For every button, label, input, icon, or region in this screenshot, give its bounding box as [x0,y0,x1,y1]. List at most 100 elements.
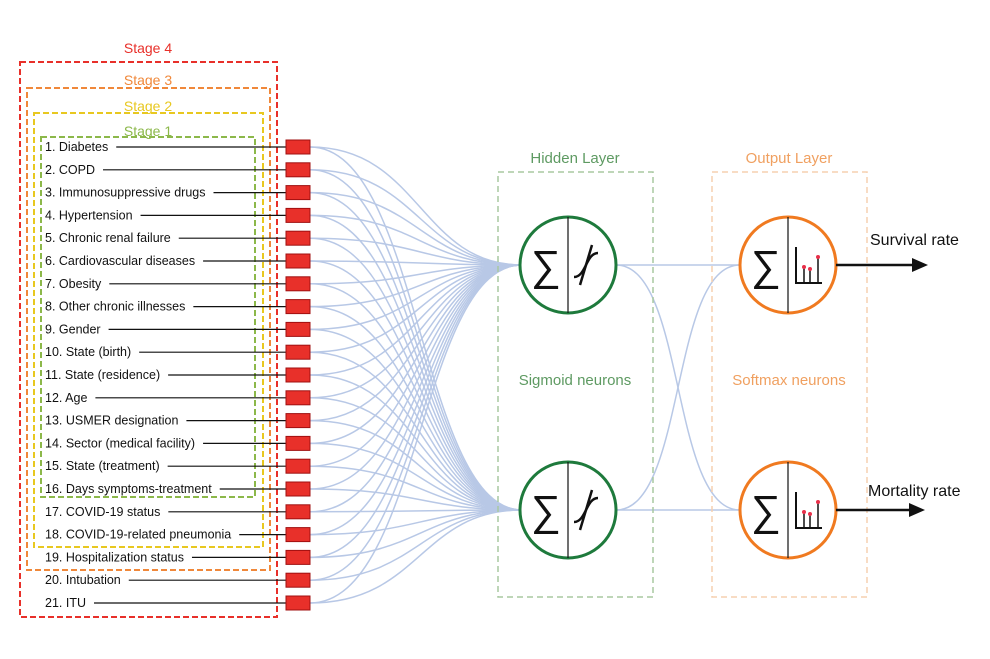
sigma-icon: ∑ [531,487,561,534]
output-neuron-1: ∑ [738,215,838,315]
input-hidden-connection [309,260,523,266]
input-hidden-connection [309,397,523,511]
softmax-dot-icon [802,510,806,514]
input-hidden-connection [309,264,523,353]
hidden-layer-caption: Sigmoid neurons [519,372,632,389]
softmax-dot-icon [802,265,806,269]
input-hidden-connection [309,191,523,266]
input-label: 20. Intubation [45,573,121,587]
neurons: ∑ ∑ ∑ ∑ [518,215,838,560]
input-label: 13. USMER designation [45,414,178,428]
input-hidden-connection [309,264,523,536]
input-node [285,321,311,337]
hidden-neuron-2: ∑ [518,460,618,560]
softmax-dot-icon [808,267,812,271]
input-hidden-connection [309,442,523,511]
output-layer-caption: Softmax neurons [732,372,845,389]
input-node [285,481,311,497]
input-hidden-connection [309,465,523,511]
input-hidden-connection [309,328,523,511]
input-node [285,435,311,451]
input-hidden-connection [309,169,523,511]
input-hidden-connection [309,146,523,266]
input-hidden-connection [309,191,523,511]
input-hidden-connection [309,509,523,536]
mortality-arrow-head [909,503,925,517]
input-node [285,207,311,223]
input-node [285,253,311,269]
output-neuron-2: ∑ [738,460,838,560]
input-node [285,367,311,383]
input-node [285,572,311,588]
input-hidden-connection [309,264,523,581]
stage-label-2: Stage 2 [124,98,172,114]
stage-label-4: Stage 4 [124,40,172,56]
input-label: 2. COPD [45,163,95,177]
input-label: 17. COVID-19 status [45,505,160,519]
input-hidden-connection [309,374,523,511]
input-label: 9. Gender [45,322,101,336]
input-hidden-connection [309,264,523,490]
input-label: 11. State (residence) [45,368,160,382]
input-label: 21. ITU [45,596,86,610]
input-node [285,139,311,155]
input-hidden-connection [309,264,523,376]
input-hidden-connection [309,509,523,581]
input-hidden-connection [309,237,523,266]
input-node [285,413,311,429]
input-hidden-connection [309,264,523,399]
input-label: 16. Days symptoms-treatment [45,482,212,496]
output-arrows: Survival rate Mortality rate [836,232,961,517]
input-hidden-connection [309,214,523,511]
input-label: 8. Other chronic illnesses [45,300,185,314]
input-hidden-connection [309,264,523,513]
hidden-layer-title: Hidden Layer [530,150,619,167]
input-hidden-connection [309,169,523,266]
input-node [285,276,311,292]
input-hidden-connection [309,260,523,511]
input-hidden-connection [309,237,523,511]
survival-arrow-head [912,258,928,272]
sigmoid-axis-icon [578,244,594,286]
input-node [285,595,311,611]
input-node [285,504,311,520]
sigmoid-axis-icon [578,489,594,531]
input-label: 10. State (birth) [45,345,131,359]
input-hidden-connection [309,146,523,511]
input-node [285,162,311,178]
softmax-dot-icon [808,512,812,516]
stage-label-1: Stage 1 [124,123,172,139]
input-label: 12. Age [45,391,87,405]
input-hidden-connection [309,351,523,511]
softmax-dot-icon [816,255,820,259]
input-hidden-connection [309,509,523,513]
output-layer-title: Output Layer [746,150,833,167]
softmax-dot-icon [816,500,820,504]
input-label: 7. Obesity [45,277,102,291]
input-hidden-connection [309,264,523,285]
input-hidden-connection [309,264,523,604]
sigma-icon: ∑ [751,487,781,534]
input-hidden-connection [309,509,523,559]
input-hidden-connection [309,264,523,445]
input-hidden-connection [309,264,523,308]
stage-box-3 [26,87,271,571]
input-node [285,185,311,201]
input-label: 18. COVID-19-related pneumonia [45,528,231,542]
input-label: 4. Hypertension [45,208,133,222]
input-hidden-connection [309,419,523,511]
input-node [285,458,311,474]
stage-box-4 [19,61,278,618]
input-node [285,549,311,565]
bar-chart-icon [795,247,822,284]
input-label: 1. Diabetes [45,140,108,154]
stage-box-1 [40,136,256,498]
sigma-icon: ∑ [531,242,561,289]
input-hidden-connection [309,283,523,511]
input-hidden-connection [309,264,523,422]
input-node [285,230,311,246]
input-hidden-connection [309,264,523,467]
input-label: 14. Sector (medical facility) [45,436,195,450]
